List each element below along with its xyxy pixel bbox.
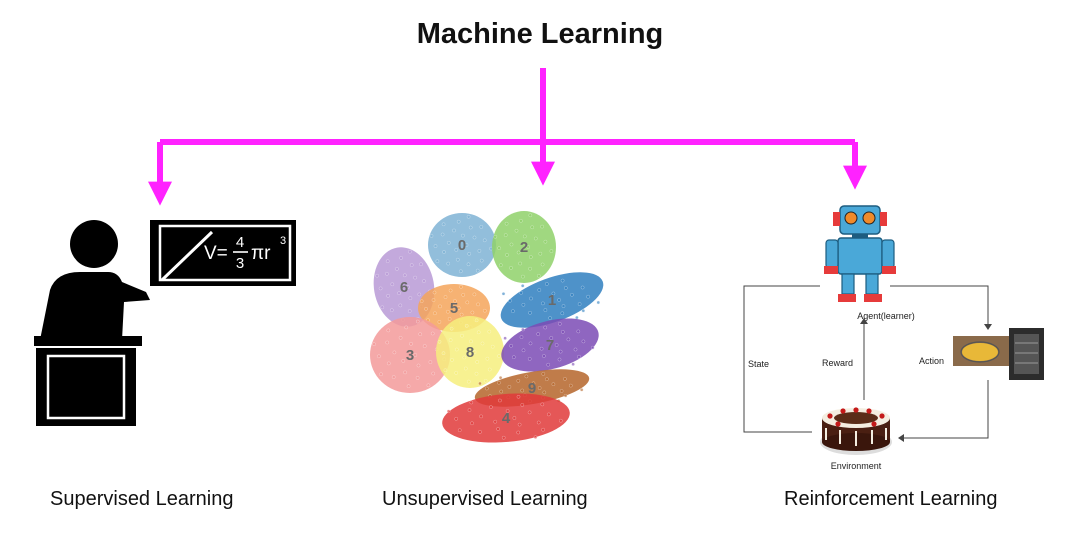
teacher-head	[70, 220, 118, 268]
cluster-label-5: 5	[450, 300, 458, 317]
cluster-label-6: 6	[400, 279, 408, 296]
blackboard	[150, 220, 296, 286]
rl-loop: Agent(learner) State Reward Action	[743, 205, 1044, 471]
teacher-icon: V= 4 3 πr 3	[34, 220, 296, 426]
formula-exponent: 3	[280, 235, 286, 247]
cluster-2	[492, 211, 556, 283]
cluster-plot: 0 2 6 5 1 3 8 7 94	[370, 211, 604, 443]
cluster-8	[436, 316, 504, 388]
cluster-labels: 0 2 6 5 1 3 8 7 94	[400, 237, 556, 427]
cluster-1	[500, 272, 604, 328]
formula-numerator: 4	[236, 234, 244, 251]
cluster-blobs	[370, 211, 604, 443]
blackboard-formula: V= 4 3 πr 3	[204, 234, 286, 272]
diagram-title: Machine Learning	[416, 18, 664, 50]
cluster-0	[428, 213, 496, 277]
branch-arrows	[148, 68, 867, 206]
formula-pi-r: πr	[251, 243, 271, 264]
agent-label: Agent(learner)	[857, 311, 915, 321]
robot-icon	[824, 205, 896, 302]
environment-label: Environment	[831, 461, 882, 471]
cluster-label-3: 3	[406, 347, 414, 364]
cluster-label-4: 4	[502, 410, 511, 427]
action-label: Action	[919, 356, 944, 366]
unsupervised-caption: Unsupervised Learning	[382, 488, 588, 510]
reinforcement-caption: Reinforcement Learning	[784, 488, 998, 510]
cluster-label-0: 0	[458, 237, 466, 254]
formula-v: V=	[204, 243, 228, 264]
state-path	[743, 285, 820, 433]
action-photo	[953, 328, 1044, 380]
state-label: State	[748, 359, 769, 369]
cluster-4	[442, 393, 570, 443]
pointer-stick	[160, 230, 214, 282]
cluster-label-8: 8	[466, 344, 474, 361]
cluster-label-7: 7	[546, 337, 554, 354]
formula-denominator: 3	[236, 255, 244, 272]
teacher-body	[40, 272, 150, 340]
loop-arrowheads	[860, 318, 992, 442]
lectern-front	[36, 348, 136, 426]
loop-lines	[743, 285, 989, 439]
cluster-label-2: 2	[520, 239, 528, 256]
cake-icon	[820, 407, 892, 455]
cluster-7	[501, 318, 599, 372]
lectern-top	[34, 336, 142, 346]
cluster-label-9: 9	[528, 380, 536, 397]
reward-label: Reward	[822, 358, 853, 368]
environment-return-path	[904, 380, 989, 439]
action-path	[890, 285, 989, 326]
supervised-caption: Supervised Learning	[50, 488, 234, 510]
cluster-label-1: 1	[548, 292, 556, 309]
